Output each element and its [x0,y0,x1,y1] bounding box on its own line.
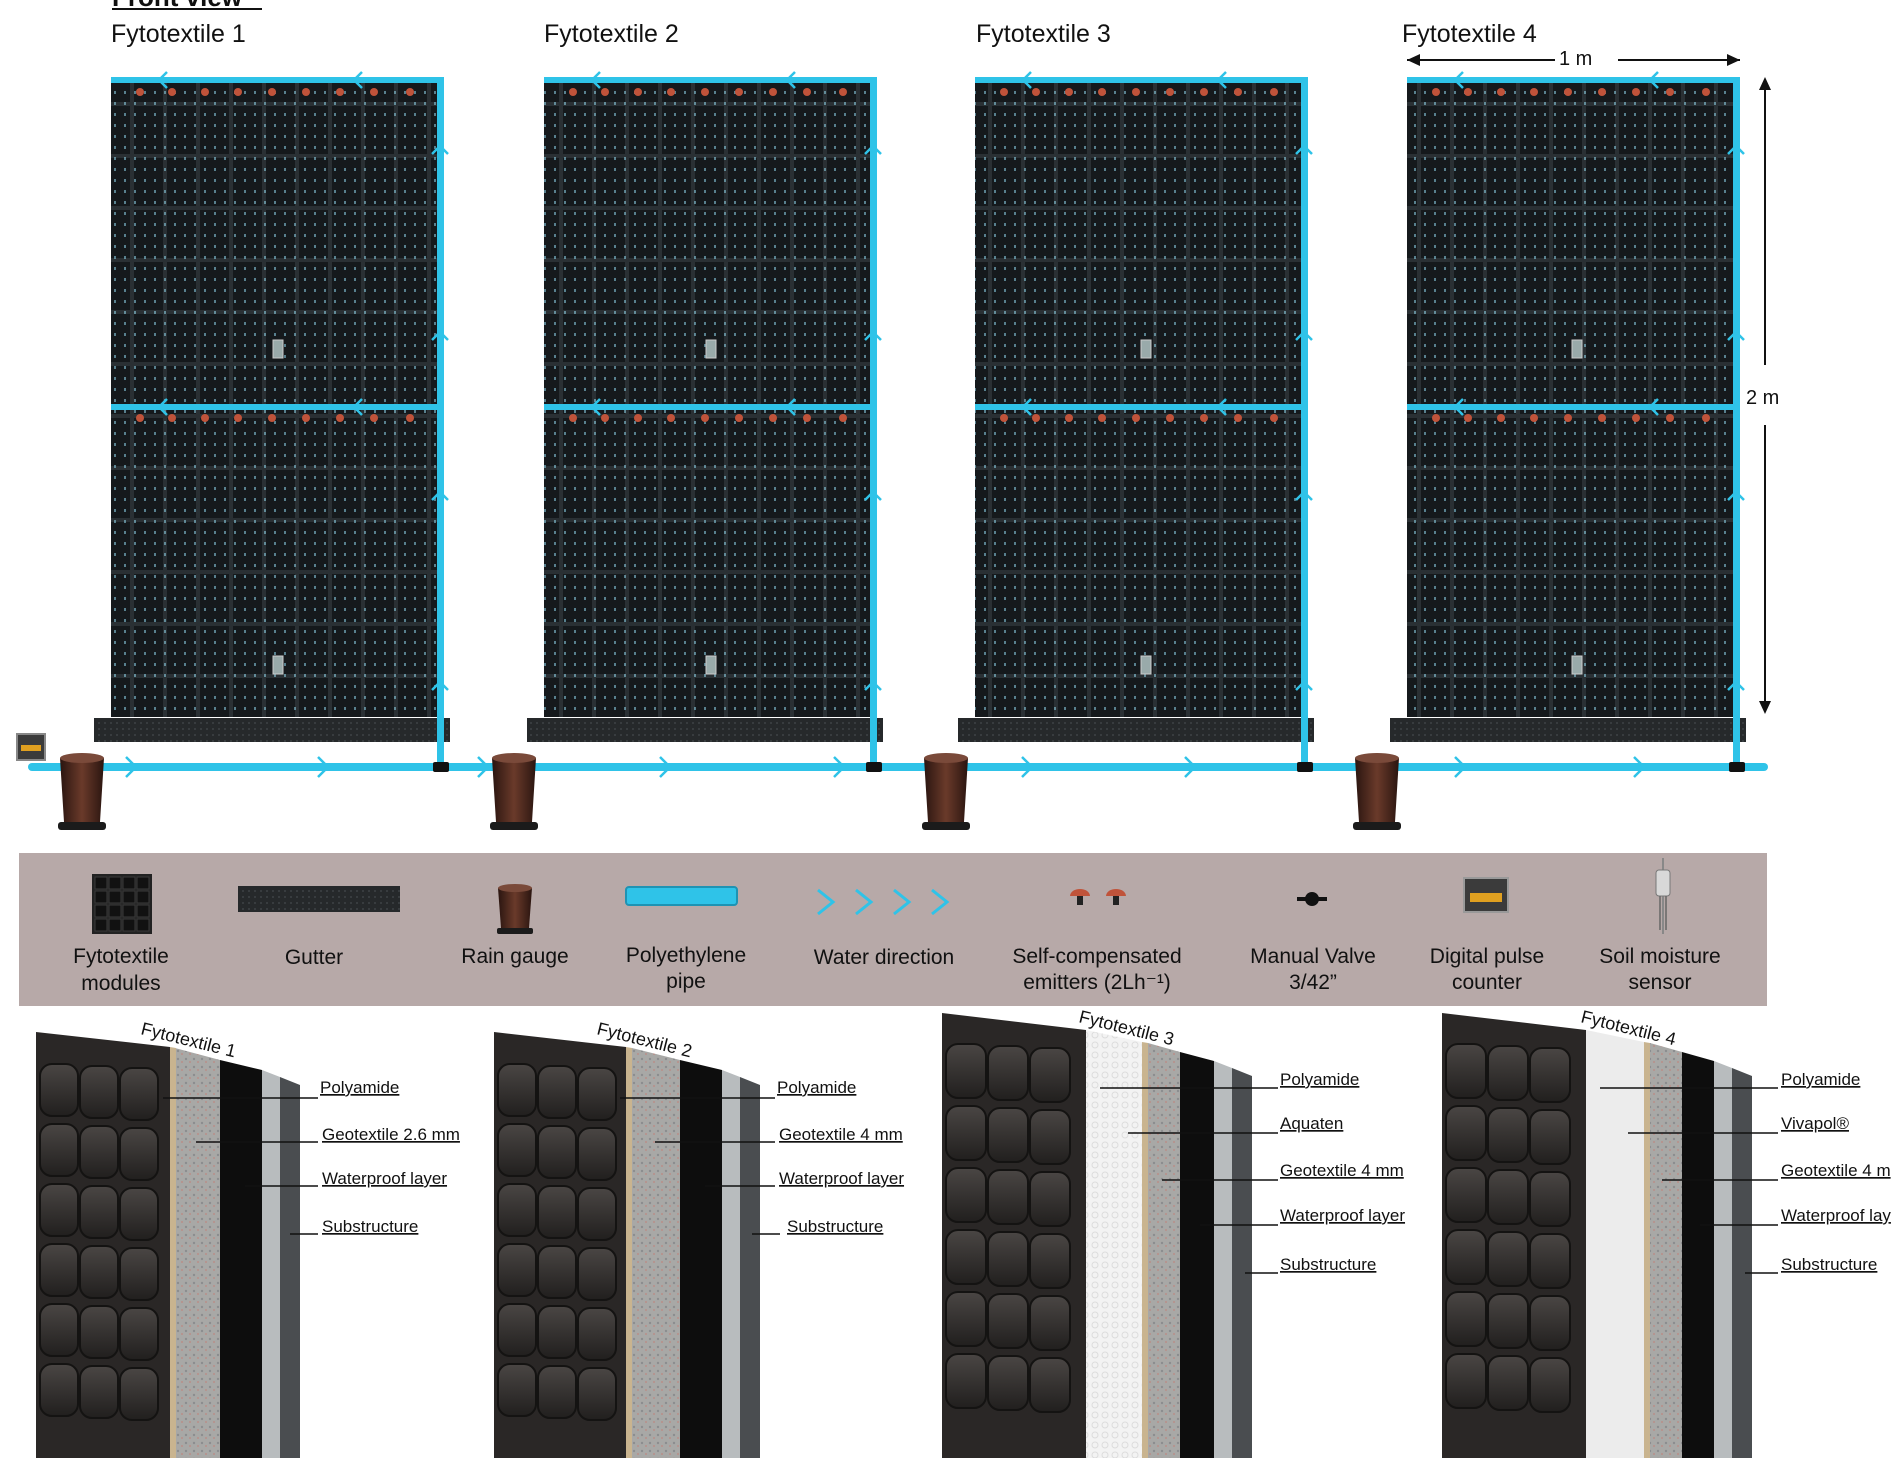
legend-moisture-sensor-line1: Soil moisture [1599,945,1720,968]
section-4-geotextile [1650,1043,1682,1458]
pulse-counter-icon [1464,878,1508,912]
panel-4-gutter [1390,718,1746,742]
section-1-geotextile [175,1048,220,1458]
section-4-layer-3: Geotextile 4 m [1781,1161,1891,1180]
legend-valve-line1: Manual Valve [1250,945,1376,968]
panel-4-riser-pipe [1733,77,1740,767]
legend-pulse-counter-line2: counter [1452,971,1522,994]
section-3-aquaten [1086,1030,1142,1458]
section-1-substructure [280,1077,300,1458]
section-4-layer-2: Vivapol® [1781,1114,1849,1133]
pipe-icon [626,887,737,905]
rain-gauge-1 [58,753,106,830]
front-view: Fytotextile 1 [17,20,1779,830]
panel-2-gutter [527,718,883,742]
legend-pulse-counter-line1: Digital pulse [1430,945,1544,968]
section-3-layer-3: Geotextile 4 mm [1280,1161,1404,1180]
section-4-layer-5: Substructure [1781,1255,1877,1274]
panel-3-title: Fytotextile 3 [976,20,1111,48]
main-supply-pipe [28,763,1768,771]
legend-gutter-label: Gutter [285,946,343,969]
panel-1-title: Fytotextile 1 [111,20,246,48]
section-4: Fytotextile 4 Polyamide Vivapo [1442,1006,1891,1458]
cross-sections: Fytotextile 1 Polyamide Geotextile 2.6 m… [36,1006,1891,1458]
legend-valve-line2: 3/42” [1289,971,1337,994]
gutter-icon [238,886,400,912]
panel-3-gutter [958,718,1314,742]
section-1-layer-3: Waterproof layer [322,1169,447,1188]
legend-rain-gauge-label: Rain gauge [461,945,568,968]
section-2-layer-4: Substructure [787,1217,883,1236]
section-2-layer-3: Waterproof layer [779,1169,904,1188]
section-2-substructure [740,1077,760,1458]
width-dimension: 1 m [1407,48,1740,70]
section-2-layer-2: Geotextile 4 mm [779,1125,903,1144]
section-2-geotextile [632,1048,680,1458]
section-3: Fytotextile 3 Polyamide Aquate [942,1006,1405,1458]
rain-gauge-4 [1353,753,1401,830]
section-1-waterproof [220,1060,262,1458]
section-4-layer-1: Polyamide [1781,1070,1860,1089]
panel-2: Fytotextile 2 [527,20,883,767]
rain-gauge-icon [497,884,533,934]
front-view-heading: Front view [112,0,243,12]
section-3-layer-5: Substructure [1280,1255,1376,1274]
section-1-layer-1: Polyamide [320,1078,399,1097]
section-3-substructure [1232,1068,1252,1458]
section-4-waterproof [1682,1052,1714,1458]
legend-moisture-sensor-line2: sensor [1628,971,1691,994]
legend-modules-line2: modules [81,972,160,995]
height-dimension: 2 m [1746,77,1779,714]
section-2-layer-1: Polyamide [777,1078,856,1097]
legend-modules-line1: Fytotextile [73,945,169,968]
section-1: Fytotextile 1 Polyamide Geotextile 2.6 m… [36,1018,460,1458]
panel-4: Fytotextile 4 [1390,20,1746,767]
panel-4-title: Fytotextile 4 [1402,20,1537,48]
legend-water-direction-label: Water direction [814,946,954,969]
rain-gauge-2 [490,753,538,830]
legend-pipe-line2: pipe [666,970,706,993]
section-2: Fytotextile 2 Polyamide Geotextile 4 mm [494,1018,904,1458]
panel-1: Fytotextile 1 [94,20,450,767]
width-label: 1 m [1559,48,1592,70]
legend-emitters-line2: emitters (2Lh⁻¹) [1023,971,1171,994]
section-1-layer-2: Geotextile 2.6 mm [322,1125,460,1144]
panel-1-riser-pipe [437,77,444,767]
legend-pipe-line1: Polyethylene [626,944,746,967]
section-3-waterproof [1180,1052,1214,1458]
legend-emitters-line1: Self-compensated [1012,945,1181,968]
panel-2-riser-pipe [870,77,877,767]
section-3-layer-2: Aquaten [1280,1114,1343,1133]
module-grid-icon [92,874,152,934]
section-2-waterproof [680,1060,722,1458]
section-4-substructure [1732,1068,1752,1458]
panel-1-gutter [94,718,450,742]
section-1-layer-4: Substructure [322,1217,418,1236]
pulse-counter [17,734,45,760]
legend: Fytotextile modules Gutter Rain gauge Po… [19,853,1767,1006]
panel-3-riser-pipe [1301,77,1308,767]
section-3-layer-4: Waterproof layer [1280,1206,1405,1225]
height-label: 2 m [1746,387,1779,409]
rain-gauge-3 [922,753,970,830]
section-4-vivapol [1586,1030,1644,1458]
section-4-layer-4: Waterproof lay [1781,1206,1891,1225]
panel-3: Fytotextile 3 [958,20,1314,767]
section-3-layer-1: Polyamide [1280,1070,1359,1089]
section-3-geotextile [1148,1043,1180,1458]
panel-2-title: Fytotextile 2 [544,20,679,48]
